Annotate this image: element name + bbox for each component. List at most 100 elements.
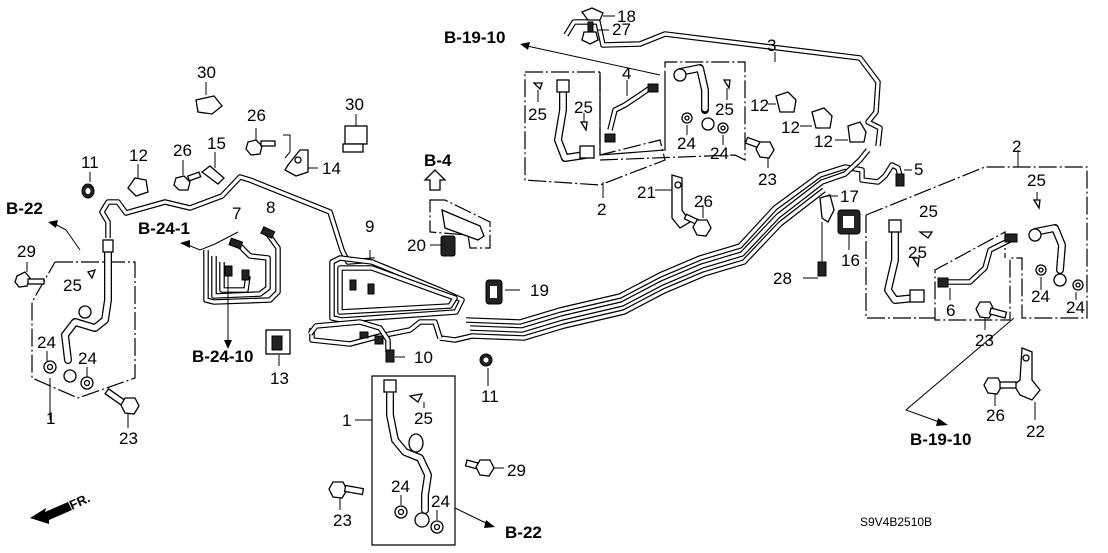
pipe-group-7-8[interactable] — [203, 226, 281, 305]
pipe-3-rear-line[interactable] — [563, 19, 883, 147]
callout-26: 26 — [694, 192, 713, 211]
callout-17: 17 — [840, 187, 859, 206]
clip-18[interactable] — [580, 7, 615, 21]
callout-6: 6 — [946, 301, 955, 320]
bracket-21[interactable] — [655, 174, 691, 229]
callout-25: 25 — [63, 276, 82, 295]
clip-15[interactable] — [200, 152, 225, 185]
ref-arrows — [48, 42, 1015, 528]
callout-30: 30 — [345, 95, 364, 114]
clip-20[interactable] — [430, 235, 456, 257]
callout-1: 1 — [46, 409, 55, 428]
front-left-hose-assembly[interactable] — [31, 239, 136, 420]
callout-25: 25 — [1027, 171, 1046, 190]
callout-20: 20 — [407, 236, 426, 255]
callout-2: 2 — [1012, 137, 1021, 156]
junction-13[interactable] — [265, 329, 291, 366]
callout-24: 24 — [78, 349, 97, 368]
callout-24: 24 — [391, 477, 410, 496]
bracket-17[interactable] — [819, 194, 838, 223]
bolt-26-b[interactable] — [173, 160, 202, 191]
callout-23: 23 — [119, 429, 138, 448]
clamp-12-a[interactable] — [127, 164, 149, 197]
callout-12: 12 — [781, 118, 800, 137]
front-indicator-label: FR. — [67, 490, 92, 512]
bolt-29[interactable] — [14, 262, 45, 288]
bolt-26-c[interactable] — [683, 205, 712, 237]
ref-b4[interactable]: B-4 — [424, 151, 452, 170]
bolt-23[interactable] — [104, 387, 140, 428]
bolt-28[interactable] — [803, 222, 827, 279]
pipe-group-9[interactable] — [307, 250, 465, 352]
callout-30: 30 — [197, 63, 216, 82]
clamp-19[interactable] — [485, 279, 520, 305]
bolt-26-a[interactable] — [245, 128, 276, 156]
bolt-10[interactable] — [385, 349, 405, 363]
callout-18: 18 — [617, 7, 636, 26]
nut-11-left[interactable] — [81, 172, 95, 199]
callout-26: 26 — [247, 106, 266, 125]
clamp-30-b[interactable] — [342, 114, 368, 153]
bracket-b4[interactable] — [423, 169, 491, 249]
callout-23: 23 — [333, 511, 352, 530]
callout-29: 29 — [17, 242, 36, 261]
front-direction-arrow: FR. — [30, 490, 92, 524]
callout-22: 22 — [1026, 422, 1045, 441]
front-right-hose-assembly[interactable] — [355, 375, 456, 546]
callout-27: 27 — [612, 20, 631, 39]
bolt-5[interactable] — [895, 169, 912, 187]
bolt-27[interactable] — [581, 21, 609, 45]
callout-24: 24 — [431, 492, 450, 511]
ref-b22-bottom[interactable]: B-22 — [505, 523, 542, 542]
callout-5: 5 — [914, 160, 923, 179]
callout-13: 13 — [270, 369, 289, 388]
bolt-23-right[interactable] — [975, 301, 1008, 330]
bracket-22[interactable] — [1013, 347, 1041, 420]
clamp-30-a[interactable] — [195, 82, 223, 115]
callout-9: 9 — [365, 217, 374, 236]
rear-right-hose-assembly[interactable] — [865, 150, 1088, 321]
ref-b24-10[interactable]: B-24-10 — [192, 347, 253, 366]
nut-11-center[interactable] — [479, 353, 493, 386]
callout-26: 26 — [986, 406, 1005, 425]
ref-b22-left[interactable]: B-22 — [6, 199, 43, 218]
callout-25: 25 — [908, 243, 927, 262]
callout-8: 8 — [266, 198, 275, 217]
clamp-12-d[interactable] — [835, 121, 867, 143]
callout-19: 19 — [530, 281, 549, 300]
callout-25: 25 — [715, 100, 734, 119]
callout-11: 11 — [81, 153, 99, 172]
callout-11: 11 — [481, 387, 499, 406]
bolt-26-d[interactable] — [983, 377, 1017, 406]
bolt-23-rear[interactable] — [744, 136, 775, 168]
callout-4: 4 — [622, 64, 631, 83]
callout-26: 26 — [173, 141, 192, 160]
callout-numbers: 1 1 2 2 3 4 5 6 7 8 9 10 11 11 12 12 12 … — [17, 7, 1085, 530]
ref-b24-1[interactable]: B-24-1 — [138, 219, 190, 238]
main-pipe-bundle[interactable] — [439, 148, 903, 343]
rear-left-hose-assembly[interactable] — [524, 61, 746, 198]
callout-23: 23 — [975, 331, 994, 350]
callout-25: 25 — [919, 202, 938, 221]
callout-12: 12 — [129, 146, 148, 165]
pipe-left-upper[interactable] — [99, 174, 376, 265]
diagram-code: S9V4B2510B — [860, 515, 932, 529]
bracket-14[interactable] — [283, 134, 318, 177]
callout-10: 10 — [414, 348, 433, 367]
bolt-23-center[interactable] — [328, 481, 365, 510]
ref-b19-10-bottom[interactable]: B-19-10 — [910, 430, 971, 449]
bolt-29-center[interactable] — [464, 459, 504, 477]
callout-24: 24 — [1066, 298, 1085, 317]
clamp-12-b[interactable] — [768, 91, 797, 113]
callout-16: 16 — [841, 251, 860, 270]
callout-25: 25 — [528, 105, 547, 124]
callout-3: 3 — [767, 36, 776, 55]
callout-1: 1 — [342, 411, 351, 430]
ref-b19-10-top[interactable]: B-19-10 — [444, 28, 505, 47]
callout-24: 24 — [37, 333, 56, 352]
callout-25: 25 — [414, 409, 433, 428]
clamp-16[interactable] — [837, 209, 861, 250]
clamp-12-c[interactable] — [800, 107, 833, 129]
callout-29: 29 — [507, 461, 526, 480]
